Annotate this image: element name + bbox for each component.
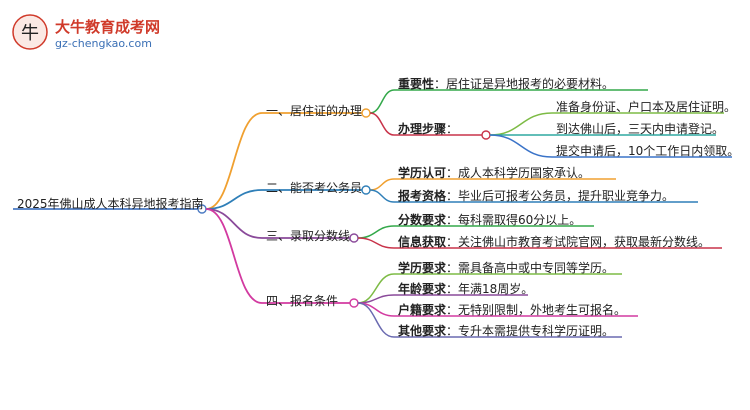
leaf-topic-4-2[interactable]: 年龄要求：年满18周岁。 <box>398 282 533 296</box>
leaf-topic-4-1-lead: 学历要求 <box>398 261 447 275</box>
leaf-topic-3-2-lead: 信息获取 <box>398 235 447 249</box>
leaf-topic-4-4-separator: ： <box>446 324 459 338</box>
leaf-topic-4-1[interactable]: 学历要求：需具备高中或中专同等学历。 <box>398 261 614 275</box>
sub-connector-1 <box>489 112 553 136</box>
leaf-topic-4-4-lead: 其他要求 <box>398 324 447 338</box>
branch-toggle-4[interactable] <box>349 298 359 308</box>
bull-logo-icon: 牛 <box>12 14 48 50</box>
leaf-topic-4-1-text: 需具备高中或中专同等学历。 <box>458 261 615 275</box>
leaf-topic-4-1-separator: ： <box>446 261 459 275</box>
leaf-topic-4-4-text: 专升本需提供专科学历证明。 <box>458 324 615 338</box>
branch-connector-2 <box>205 189 263 210</box>
logo-brand-text: 大牛教育成考网 <box>55 18 161 36</box>
leaf-topic-2-1-lead: 学历认可 <box>398 166 447 180</box>
leaf-connector-1-1 <box>369 89 395 114</box>
leaf-topic-1-1-separator: ： <box>434 77 447 91</box>
leaf-topic-1-2-separator: ： <box>446 122 459 136</box>
site-logo: 牛 大牛教育成考网 gz-chengkao.com <box>8 12 178 52</box>
branch-connector-4 <box>205 208 263 304</box>
leaf-topic-3-2[interactable]: 信息获取：关注佛山市教育考试院官网，获取最新分数线。 <box>398 235 710 249</box>
leaf-topic-4-2-lead: 年龄要求 <box>398 282 447 296</box>
leaf-topic-4-4[interactable]: 其他要求：专升本需提供专科学历证明。 <box>398 324 614 338</box>
leaf-connector-2-1 <box>369 178 395 191</box>
leaf-connector-1-2 <box>369 112 395 136</box>
leaf-topic-2-1-separator: ： <box>446 166 459 180</box>
leaf-connector-3-1 <box>357 225 395 239</box>
root-topic[interactable]: 2025年佛山成人本科异地报考指南 <box>17 197 204 211</box>
leaf-topic-1-2-lead: 办理步骤 <box>398 122 447 136</box>
leaf-topic-4-3[interactable]: 户籍要求：无特别限制，外地考生可报名。 <box>398 303 626 317</box>
sub-topic-3[interactable]: 提交申请后，10个工作日内领取。 <box>556 144 740 158</box>
leaf-topic-4-2-separator: ： <box>446 282 459 296</box>
leaf-topic-3-1-text: 每科需取得60分以上。 <box>458 213 582 227</box>
leaf-connector-2-2 <box>369 189 395 203</box>
leaf-topic-2-2-separator: ： <box>446 189 459 203</box>
branch-toggle-2[interactable] <box>361 185 371 195</box>
leaf-connector-4-4 <box>357 302 395 338</box>
leaf-topic-2-2[interactable]: 报考资格：毕业后可报考公务员，提升职业竞争力。 <box>398 189 674 203</box>
leaf-topic-4-3-text: 无特别限制，外地考生可报名。 <box>458 303 627 317</box>
branch-toggle-3[interactable] <box>349 233 359 243</box>
branch-toggle-1[interactable] <box>361 108 371 118</box>
logo-url-text: gz-chengkao.com <box>55 37 152 50</box>
leaf-topic-1-1-text: 居住证是异地报考的必要材料。 <box>446 77 615 91</box>
branch-topic-2[interactable]: 二、能否考公务员 <box>266 181 363 195</box>
leaf-topic-4-2-text: 年满18周岁。 <box>458 282 534 296</box>
leaf-topic-4-3-lead: 户籍要求 <box>398 303 447 317</box>
leaf-topic-4-3-separator: ： <box>446 303 459 317</box>
branch-connector-1 <box>205 112 263 210</box>
leaf-toggle-1-2[interactable] <box>481 130 491 140</box>
branch-topic-1[interactable]: 一、居住证的办理 <box>266 104 363 118</box>
leaf-topic-1-1[interactable]: 重要性：居住证是异地报考的必要材料。 <box>398 77 614 91</box>
svg-text:牛: 牛 <box>21 23 39 44</box>
sub-topic-1[interactable]: 准备身份证、户口本及居住证明。 <box>556 100 737 114</box>
sub-connector-3 <box>489 134 553 158</box>
leaf-topic-3-2-separator: ： <box>446 235 459 249</box>
sub-topic-2[interactable]: 到达佛山后，三天内申请登记。 <box>556 122 725 136</box>
branch-topic-4[interactable]: 四、报名条件 <box>266 294 339 308</box>
branch-connector-3 <box>205 208 263 239</box>
leaf-topic-2-1[interactable]: 学历认可：成人本科学历国家承认。 <box>398 166 590 180</box>
leaf-topic-3-1-separator: ： <box>446 213 459 227</box>
leaf-topic-3-1[interactable]: 分数要求：每科需取得60分以上。 <box>398 213 581 227</box>
leaf-topic-2-2-lead: 报考资格 <box>398 189 447 203</box>
branch-topic-3[interactable]: 三、录取分数线 <box>266 229 351 243</box>
leaf-topic-3-2-text: 关注佛山市教育考试院官网，获取最新分数线。 <box>458 235 711 249</box>
leaf-topic-2-2-text: 毕业后可报考公务员，提升职业竞争力。 <box>458 189 675 203</box>
leaf-topic-1-2[interactable]: 办理步骤： <box>398 122 458 136</box>
leaf-topic-1-1-lead: 重要性 <box>398 77 435 91</box>
leaf-topic-2-1-text: 成人本科学历国家承认。 <box>458 166 591 180</box>
leaf-topic-3-1-lead: 分数要求 <box>398 213 447 227</box>
leaf-connector-3-2 <box>357 237 395 249</box>
